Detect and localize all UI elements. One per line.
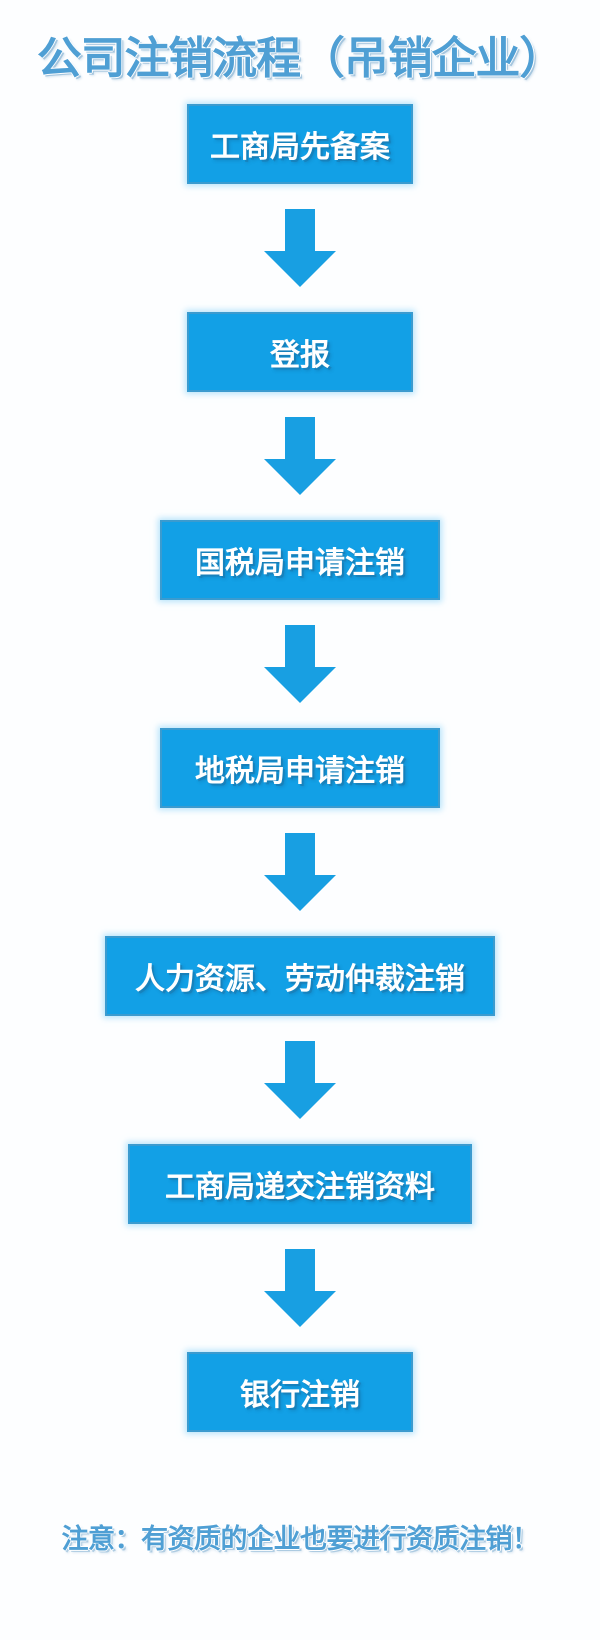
flow-step-1-label: 工商局先备案 xyxy=(210,131,390,164)
flow-step-3[interactable]: 国税局申请注销 xyxy=(160,520,440,600)
page-title: 公司注销流程（吊销企业） xyxy=(36,34,564,83)
flow-step-4[interactable]: 地税局申请注销 xyxy=(160,728,440,808)
connector-2-to-3 xyxy=(0,392,600,520)
arrow-down-icon xyxy=(264,209,336,287)
arrow-head xyxy=(264,251,336,287)
flow-step-4-label: 地税局申请注销 xyxy=(195,755,405,788)
arrow-shaft xyxy=(285,625,315,669)
arrow-head xyxy=(264,1291,336,1327)
connector-1-to-2 xyxy=(0,184,600,312)
flow-step-3-label: 国税局申请注销 xyxy=(195,547,405,580)
arrow-head xyxy=(264,459,336,495)
flow-steps-column: 工商局先备案 登报 国税局申请注销 xyxy=(0,104,600,1432)
arrow-down-icon xyxy=(264,1249,336,1327)
arrow-head xyxy=(264,667,336,703)
connector-3-to-4 xyxy=(0,600,600,728)
footer-note: 注意：有资质的企业也要进行资质注销！ xyxy=(61,1523,540,1554)
arrow-head xyxy=(264,1083,336,1119)
arrow-shaft xyxy=(285,1249,315,1293)
arrow-down-icon xyxy=(264,417,336,495)
connector-5-to-6 xyxy=(0,1016,600,1144)
arrow-shaft xyxy=(285,417,315,461)
flow-step-6[interactable]: 工商局递交注销资料 xyxy=(128,1144,472,1224)
arrow-down-icon xyxy=(264,833,336,911)
arrow-shaft xyxy=(285,833,315,877)
flow-step-2-label: 登报 xyxy=(270,339,330,372)
arrow-head xyxy=(264,875,336,911)
flow-step-5[interactable]: 人力资源、劳动仲裁注销 xyxy=(105,936,495,1016)
flow-step-7[interactable]: 银行注销 xyxy=(187,1352,413,1432)
arrow-down-icon xyxy=(264,1041,336,1119)
flow-step-7-label: 银行注销 xyxy=(240,1379,360,1412)
flow-step-6-label: 工商局递交注销资料 xyxy=(165,1171,435,1204)
flow-step-5-label: 人力资源、劳动仲裁注销 xyxy=(135,963,465,996)
connector-4-to-5 xyxy=(0,808,600,936)
flow-step-2[interactable]: 登报 xyxy=(187,312,413,392)
arrow-shaft xyxy=(285,209,315,253)
flow-step-1[interactable]: 工商局先备案 xyxy=(187,104,413,184)
title-bar: 公司注销流程（吊销企业） xyxy=(0,0,600,104)
footer-note-area: 注意：有资质的企业也要进行资质注销！ xyxy=(0,1432,600,1640)
arrow-shaft xyxy=(285,1041,315,1085)
arrow-down-icon xyxy=(264,625,336,703)
connector-6-to-7 xyxy=(0,1224,600,1352)
